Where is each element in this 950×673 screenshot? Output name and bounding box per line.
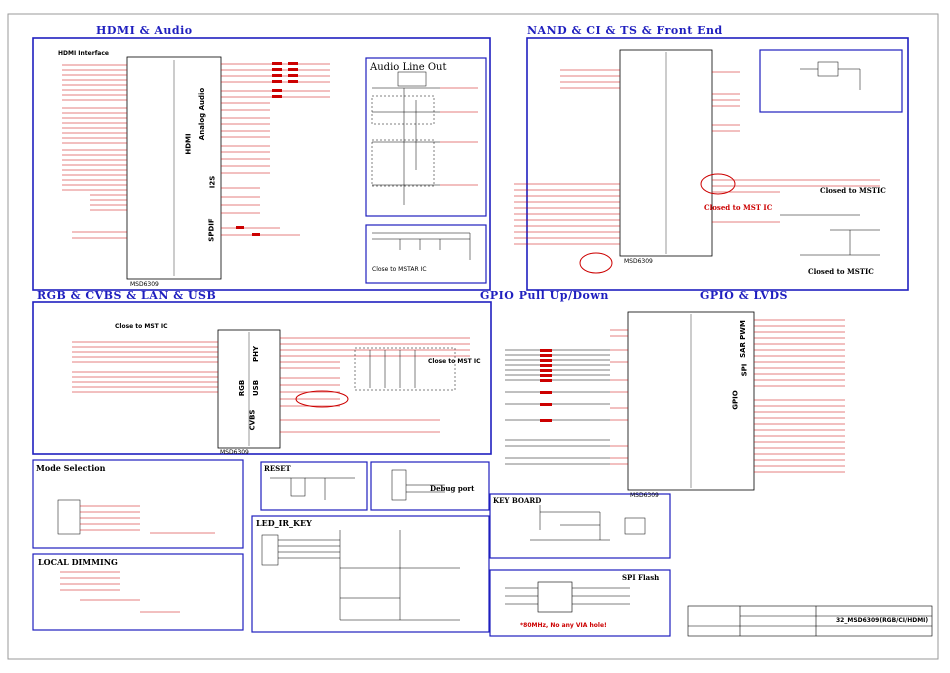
close-to-mstar-frame: [365, 224, 487, 284]
label-closed-to-mstic-1: Closed to MSTIC: [820, 186, 886, 195]
section-title-gpio-pull: GPIO Pull Up/Down: [480, 289, 609, 302]
audio-line-out-frame: [365, 57, 487, 217]
block-i2s: I2S: [208, 175, 217, 189]
mode-selection-frame: [32, 459, 244, 549]
hdmi-left-pins: [62, 64, 127, 239]
label-audio-line-out: Audio Line Out: [370, 62, 447, 73]
sheet-border: [7, 13, 939, 660]
section-title-rgb: RGB & CVBS & LAN & USB: [37, 289, 217, 302]
gpio-left-pins: [610, 329, 628, 465]
section-title-hdmi-audio: HDMI & Audio: [96, 24, 193, 37]
label-debug-port: Debug port: [430, 484, 475, 493]
lvds-right-pins: [754, 319, 845, 473]
label-closed-to-mstic-2: Closed to MSTIC: [808, 267, 874, 276]
block-rgb: RGB: [238, 379, 247, 397]
chip-label-gpio: MSD6309: [630, 492, 659, 499]
highlight-ellipse-nand-2: [579, 252, 613, 274]
spi-flash-frame: [489, 569, 671, 637]
block-pwm: PWM: [738, 320, 747, 340]
label-close-to-mst-ic-2: Close to MST IC: [428, 358, 481, 365]
label-spi-note: *80MHz, No any VIA hole!: [520, 622, 607, 629]
chip-label-hdmi: MSD6309: [130, 281, 159, 288]
rgb-cvbs-frame: [32, 301, 492, 455]
block-cvbs: CVBS: [248, 409, 257, 431]
gpio-pull-resistors: [505, 349, 610, 465]
hdmi-passives: [236, 62, 298, 236]
nand-right-pins: [712, 71, 880, 223]
highlight-ellipse-rgb: [295, 390, 349, 408]
block-analog-audio: Analog Audio: [198, 87, 207, 141]
block-spi: SPI: [740, 363, 749, 377]
local-dimming-frame: [32, 553, 244, 631]
block-phy: PHY: [252, 345, 261, 363]
block-hdmi: HDMI: [184, 133, 193, 155]
title-part-number: 32_MSD6309(RGB/CI/HDMI): [836, 617, 929, 624]
label-reset: RESET: [264, 464, 291, 473]
rgb-right-pins: [280, 337, 470, 433]
title-block: [687, 605, 933, 637]
block-sar: SAR: [738, 342, 747, 358]
key-board-frame: [489, 493, 671, 559]
crystal-frame: [759, 49, 903, 113]
label-mode-selection: Mode Selection: [36, 463, 106, 473]
block-gpio: GPIO: [731, 390, 740, 410]
section-title-nand: NAND & CI & TS & Front End: [527, 24, 723, 37]
block-usb: USB: [252, 379, 261, 397]
label-local-dimming: LOCAL DIMMING: [38, 557, 118, 567]
hdmi-audio-frame: [32, 37, 491, 291]
label-key-board: KEY BOARD: [493, 496, 542, 505]
nand-frame: [526, 37, 909, 291]
label-closed-to-mst-ic: Closed to MST IC: [704, 203, 773, 212]
label-close-to-mst-ic: Close to MST IC: [115, 323, 168, 330]
highlight-ellipse-nand: [700, 173, 736, 195]
chip-label-nand: MSD6309: [624, 258, 653, 265]
debug-port-frame: [370, 461, 490, 511]
led-ir-key-frame: [251, 515, 490, 633]
rgb-left-pins: [72, 341, 218, 393]
nand-left-pins: [514, 69, 620, 245]
section-title-gpio-lvds: GPIO & LVDS: [700, 289, 788, 302]
block-spdif: SPDIF: [207, 218, 216, 242]
label-hdmi-interface: HDMI Interface: [58, 50, 109, 57]
reset-frame: [260, 461, 368, 511]
label-spi-flash: SPI Flash: [622, 573, 660, 582]
label-close-to-mstar: Close to MSTAR IC: [372, 266, 427, 273]
chip-label-rgb: MSD6309: [220, 449, 249, 456]
label-led-ir-key: LED_IR_KEY: [256, 518, 312, 528]
